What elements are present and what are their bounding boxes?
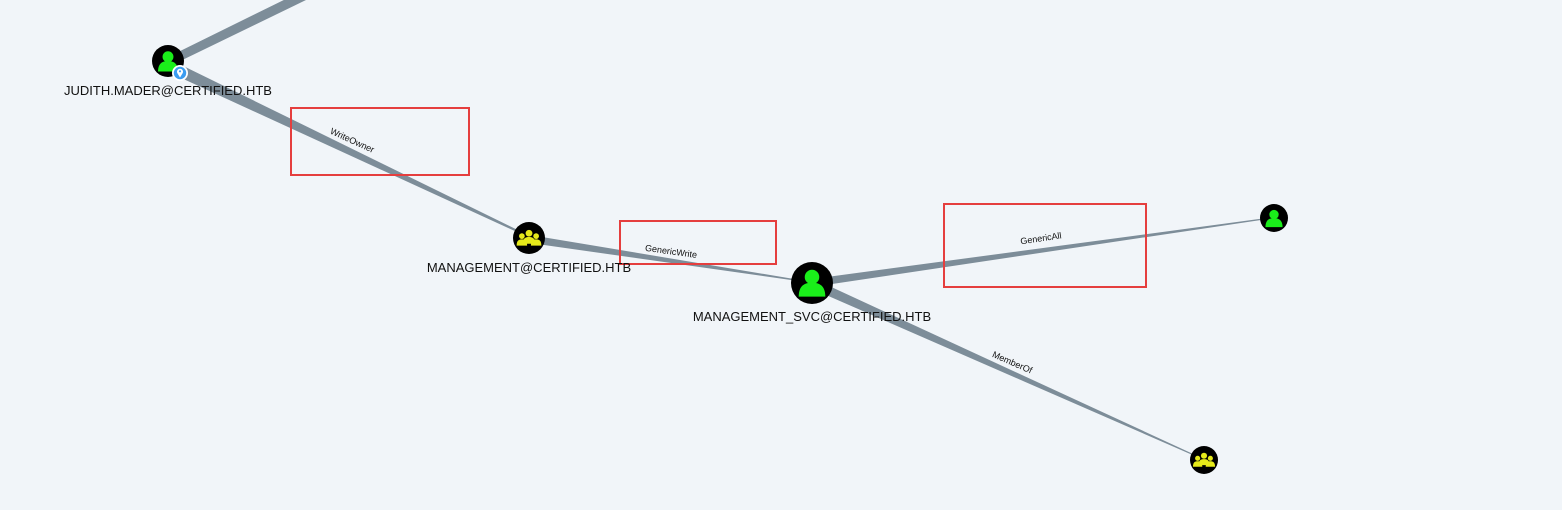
node-target-group[interactable]: [1190, 446, 1218, 474]
edge-writeowner[interactable]: [166, 60, 530, 238]
edge-genericall[interactable]: [812, 217, 1274, 287]
node-label-judith-mader: JUDITH.MADER@CERTIFIED.HTB: [64, 83, 272, 98]
highlight-boxes: [290, 107, 1147, 288]
highlight-box-writeowner: [290, 107, 470, 176]
nodes-layer: JUDITH.MADER@CERTIFIED.HTB MANAGEMENT@CE…: [64, 45, 1288, 474]
node-management-group[interactable]: MANAGEMENT@CERTIFIED.HTB: [427, 222, 631, 275]
node-target-user[interactable]: [1260, 204, 1288, 232]
node-management-svc[interactable]: MANAGEMENT_SVC@CERTIFIED.HTB: [693, 262, 931, 324]
owned-marker-icon: [172, 65, 188, 81]
node-judith-mader[interactable]: JUDITH.MADER@CERTIFIED.HTB: [64, 45, 272, 98]
highlight-box-genericwrite: [619, 220, 777, 265]
edge-offscreen-to-judith[interactable]: [166, 0, 306, 66]
edge-genericwrite[interactable]: [530, 235, 812, 283]
node-label-management: MANAGEMENT@CERTIFIED.HTB: [427, 260, 631, 275]
node-label-management-svc: MANAGEMENT_SVC@CERTIFIED.HTB: [693, 309, 931, 324]
edges-layer: [166, 0, 1274, 460]
edge-memberof[interactable]: [810, 279, 1204, 460]
highlight-box-genericall: [943, 203, 1147, 288]
